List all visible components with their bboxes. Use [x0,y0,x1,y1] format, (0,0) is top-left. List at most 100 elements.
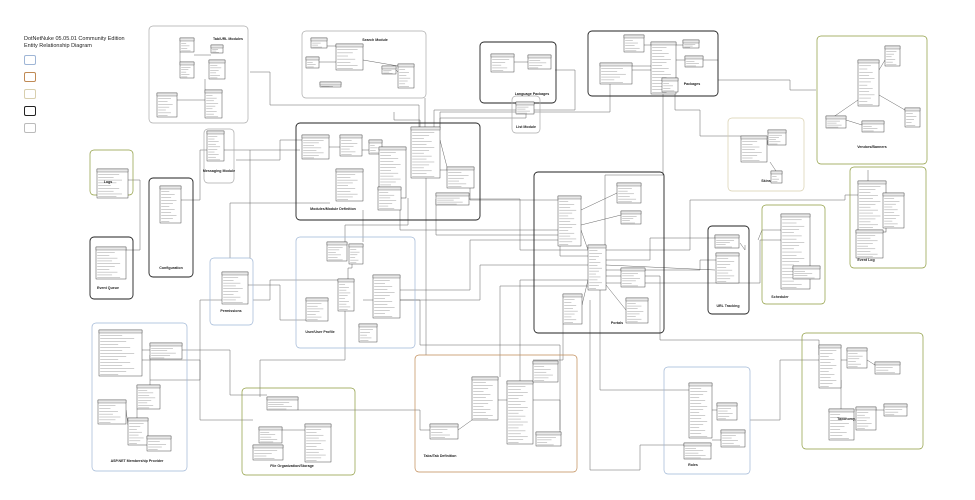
relationship-line [400,239,558,291]
relationship-line [533,324,564,361]
entity-table-header [305,297,329,302]
entity-table-box [305,297,329,322]
entity-table [179,61,195,79]
entity-table [377,186,402,211]
entity-table-box [587,244,607,291]
relationship-line [599,290,689,391]
entity-table [204,89,223,119]
relationship-line [393,112,421,127]
legend-swatch [24,89,36,99]
entity-table-header [770,170,783,175]
relationship-line [580,192,618,211]
entity-table-header [684,55,704,60]
entity-table-box [855,406,877,431]
entity-table-header [156,92,178,97]
entity-table [661,77,679,93]
legend-item [24,121,40,135]
entity-table-header [206,130,225,135]
entity-table [305,297,329,322]
entity-table-header [335,168,364,173]
entity-table-header [252,444,284,449]
entity-table [818,344,842,389]
entity-table [715,252,740,284]
entity-table-header [381,65,397,70]
entity-table-header [136,384,161,389]
entity-table-header [368,139,383,144]
entity-table-box [372,274,401,319]
entity-table-header [179,61,195,66]
entity-table-header [127,417,149,422]
entity-table [855,406,877,431]
group-taxonomy [801,332,924,450]
entity-table [258,426,283,444]
entity-table-header [767,129,787,134]
group-email-log [849,166,927,269]
entity-table-header [258,426,283,431]
entity-table-header [740,135,768,140]
entity-table-header [855,406,877,411]
entity-table [623,34,645,53]
entity-table-header [204,89,223,94]
entity-table-header [429,423,459,428]
relationship-line [298,409,430,431]
group-url-tracking [707,225,750,315]
entity-table-box [506,380,534,445]
entity-table [882,192,905,229]
entity-table-header [221,271,249,276]
group-file-organization [241,387,356,476]
relationship-line [580,214,622,226]
entity-table-header [557,195,582,200]
entity-table [149,342,183,360]
entity-table-header [828,408,855,413]
entity-table-header [562,293,583,298]
entity-table-header [304,423,332,428]
entity-table [95,246,127,280]
relationship-line [703,59,816,91]
relationship-line [606,237,715,261]
entity-table [740,135,768,163]
entity-table-header [532,360,559,365]
entity-table [883,403,908,417]
entity-table-box [397,63,415,89]
group-vendors-banners [816,35,928,165]
entity-table-header [683,442,712,447]
entity-table-box [715,252,740,284]
entity-table-header [883,403,908,408]
entity-table [857,59,880,107]
entity-table-box [599,62,633,85]
relationship-line [253,279,338,301]
entity-table-header [208,59,226,64]
entity-table-box [96,168,129,199]
entity-table [397,63,415,89]
group-label-roles: Roles [688,463,698,467]
entity-table-header [471,376,499,381]
group-aspnet-membership [91,322,188,472]
entity-table [96,168,129,199]
entity-table-box [410,126,441,179]
entity-table-header [825,115,847,120]
entity-table [857,180,887,233]
entity-table-header [857,180,887,185]
entity-table-header [310,37,328,42]
entity-table [587,244,607,291]
relationship-line [142,359,253,421]
group-packages [587,30,719,97]
entity-table [304,423,332,463]
entity-table [616,182,642,204]
entity-table [904,107,921,128]
entity-table-header [337,278,355,283]
entity-table-box [828,408,855,441]
group-event-queue [89,236,134,300]
entity-table [861,120,885,133]
entity-table-header [527,54,552,59]
relationship-line [739,242,746,251]
relationship-line [362,59,399,67]
entity-table-header [95,246,127,251]
group-label-logs: Logs [104,180,113,184]
entity-table [625,297,649,324]
entity-table [855,229,884,259]
entity-table [310,37,328,49]
entity-table-header [884,45,901,50]
